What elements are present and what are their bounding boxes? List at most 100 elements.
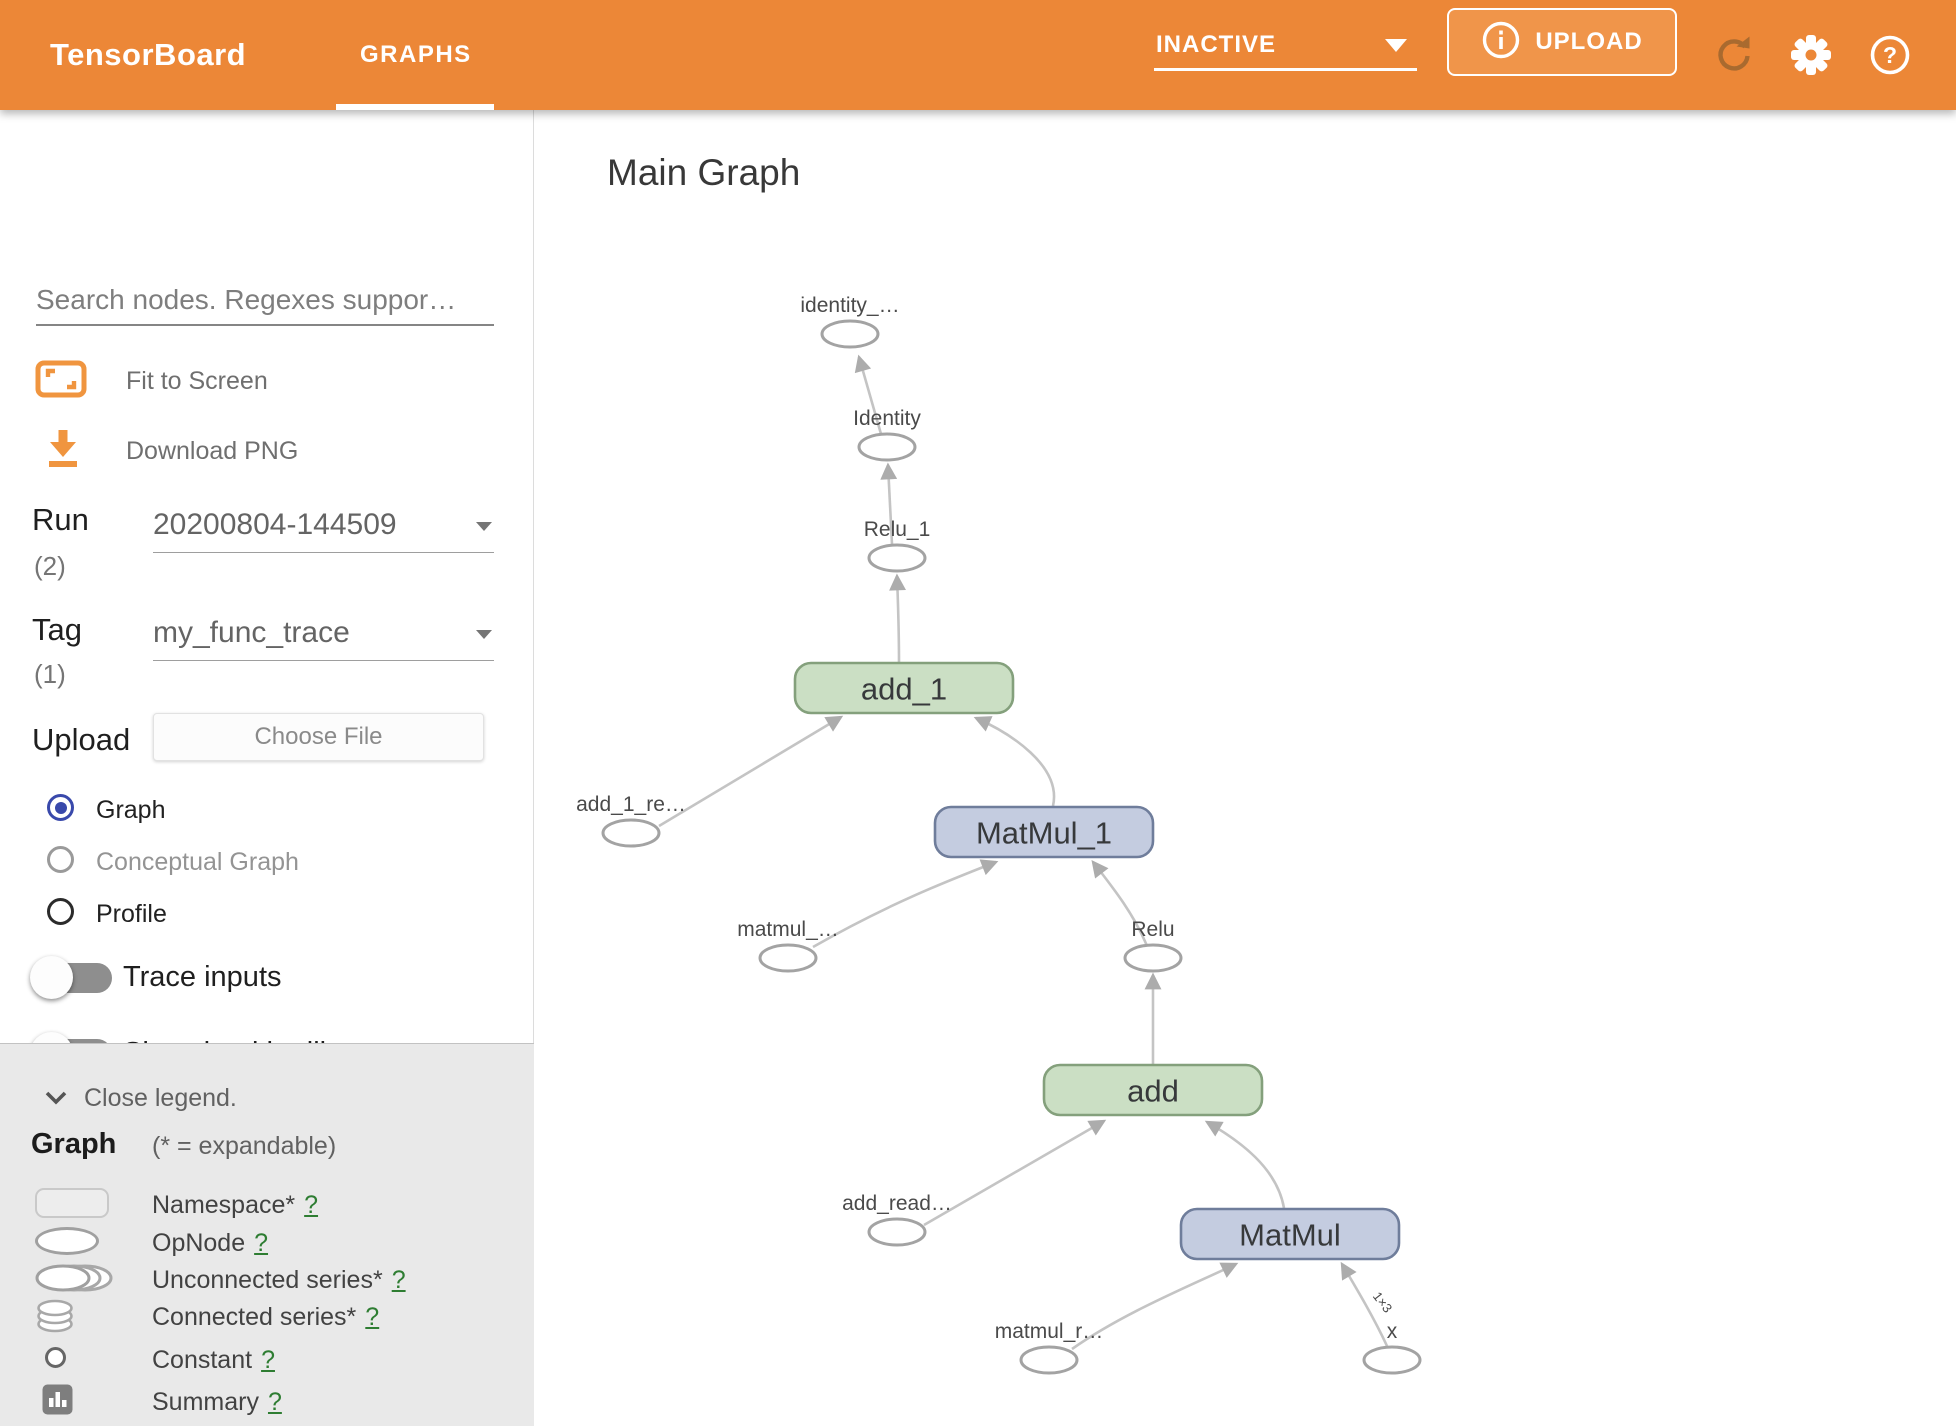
search-input[interactable]	[36, 276, 494, 326]
radio-profile[interactable]: Profile	[0, 898, 534, 930]
main-graph-title: Main Graph	[607, 152, 801, 193]
namespace-swatch-icon	[35, 1188, 109, 1218]
radio-button-icon	[47, 794, 74, 821]
sidebar: Fit to Screen Download PNG Run (2) 20200…	[0, 110, 534, 1426]
download-png-button[interactable]: Download PNG	[0, 424, 534, 472]
legend-item-label: Namespace*	[152, 1191, 296, 1219]
help-link[interactable]: ?	[391, 1266, 406, 1294]
graph-node-MatMul_1[interactable]: MatMul_1	[933, 805, 1155, 859]
help-link[interactable]: ?	[267, 1388, 282, 1416]
run-select[interactable]: 20200804-144509	[153, 508, 494, 553]
opnode-swatch-icon	[35, 1227, 99, 1255]
radio-conceptual-graph[interactable]: Conceptual Graph	[0, 846, 534, 878]
graph-edge-MatMul-to-add	[1204, 1120, 1286, 1209]
graph-node-Relu_1[interactable]: Relu_1	[864, 518, 931, 573]
legend-item-opnode: OpNode?	[0, 1225, 534, 1263]
choose-file-button[interactable]: Choose File	[153, 713, 484, 761]
tab-graphs[interactable]: GRAPHS	[360, 41, 472, 68]
graph-edge-matmul_read-to-MatMul	[1071, 1262, 1239, 1351]
graph-node-Identity[interactable]: Identity	[853, 407, 921, 462]
close-legend-button[interactable]: Close legend.	[0, 1082, 534, 1116]
chevron-down-icon	[476, 630, 492, 639]
legend-item-connected-series: Connected series*?	[0, 1299, 534, 1337]
radio-profile-label: Profile	[96, 900, 167, 928]
upload-button-label: UPLOAD	[1535, 28, 1643, 55]
radio-button-icon	[47, 846, 74, 873]
settings-gear-icon[interactable]	[1789, 0, 1833, 110]
graph-edge-add_1_re-to-add_1	[658, 715, 844, 828]
fit-to-screen-button[interactable]: Fit to Screen	[0, 356, 534, 404]
graph-node-label: add_read…	[842, 1192, 952, 1215]
fit-to-screen-label: Fit to Screen	[126, 367, 268, 395]
graph-node-add_1[interactable]: add_1	[793, 661, 1015, 715]
run-label: Run	[32, 502, 89, 537]
help-link[interactable]: ?	[304, 1191, 319, 1219]
info-icon	[1481, 20, 1521, 65]
tag-count: (1)	[34, 659, 66, 689]
legend-item-label: Summary	[152, 1388, 259, 1416]
app-title: TensorBoard	[50, 37, 247, 72]
upload-button[interactable]: UPLOAD	[1447, 8, 1677, 76]
graph-edge-Relu_1-to-Identity	[880, 462, 898, 545]
refresh-icon[interactable]	[1714, 0, 1752, 110]
legend-item-constant: Constant?	[0, 1342, 534, 1380]
graph-node-MatMul[interactable]: MatMul	[1179, 1207, 1401, 1261]
fit-to-screen-icon	[35, 360, 87, 403]
graph-edge-add_1-to-Relu_1	[889, 573, 906, 663]
graph-node-add_1_re[interactable]: add_1_re…	[576, 793, 686, 848]
svg-text:?: ?	[1883, 42, 1897, 68]
chevron-down-icon	[44, 1090, 68, 1111]
graph-node-label: add_1	[861, 672, 947, 707]
graph-node-label: add_1_re…	[576, 793, 686, 816]
tag-label: Tag	[32, 612, 82, 647]
graph-node-label: add	[1127, 1074, 1179, 1109]
legend-panel: Close legend. Graph (* = expandable) Nam…	[0, 1043, 534, 1426]
app-header: TensorBoard GRAPHS INACTIVE UPLOAD	[0, 0, 1956, 110]
toggle-trace-inputs[interactable]: Trace inputs	[0, 953, 534, 1001]
tag-select[interactable]: my_func_trace	[153, 616, 494, 661]
legend-heading-row: Graph (* = expandable)	[0, 1128, 534, 1164]
run-count: (2)	[34, 551, 66, 581]
graph-edge-MatMul_1-to-add_1	[973, 716, 1056, 807]
graph-node-matmul_read[interactable]: matmul_r…	[995, 1320, 1104, 1375]
legend-item-label: Constant	[152, 1346, 253, 1374]
graph-node-label: x	[1387, 1320, 1398, 1343]
graph-node-label: Relu	[1131, 918, 1174, 941]
status-label: INACTIVE	[1156, 31, 1277, 58]
download-png-label: Download PNG	[126, 437, 299, 465]
legend-item-summary: Summary?	[0, 1384, 534, 1422]
graph-node-label: Identity	[853, 407, 921, 430]
tag-value: my_func_trace	[153, 616, 350, 649]
graph-node-identity_out[interactable]: identity_…	[800, 294, 900, 349]
graph-node-Relu[interactable]: Relu	[1123, 918, 1183, 973]
radio-button-icon	[47, 898, 74, 925]
graph-node-add_read[interactable]: add_read…	[842, 1192, 952, 1247]
graph-node-add[interactable]: add	[1042, 1063, 1264, 1117]
legend-item-unconnected-series: Unconnected series*?	[0, 1262, 534, 1300]
run-value: 20200804-144509	[153, 508, 397, 541]
edge-shape-label: 1×3	[1370, 1289, 1395, 1316]
graph-node-x[interactable]: x	[1362, 1320, 1422, 1375]
help-link[interactable]: ?	[254, 1229, 269, 1257]
graph-node-label: MatMul_1	[976, 816, 1112, 851]
graph-edge-Relu-to-MatMul_1	[1091, 859, 1149, 947]
close-legend-label: Close legend.	[84, 1084, 237, 1112]
graph-node-label: matmul_r…	[995, 1320, 1104, 1343]
status-dropdown[interactable]: INACTIVE	[1154, 0, 1417, 110]
radio-graph[interactable]: Graph	[0, 794, 534, 826]
graph-edge-matmul_read1-to-MatMul_1	[812, 859, 999, 949]
unconnected-series-swatch-icon	[33, 1263, 115, 1298]
download-icon	[45, 428, 81, 475]
help-link[interactable]: ?	[261, 1346, 275, 1374]
help-link[interactable]: ?	[365, 1303, 380, 1331]
graph-node-label: matmul_…	[737, 918, 839, 941]
graph-edge-x-to-MatMul	[1340, 1261, 1389, 1347]
active-tab-underline	[336, 104, 494, 110]
toggle-knob	[30, 956, 73, 999]
chevron-down-icon	[476, 522, 492, 531]
help-icon[interactable]: ?	[1869, 0, 1911, 110]
trace-inputs-label: Trace inputs	[123, 961, 282, 993]
graph-node-matmul_read1[interactable]: matmul_…	[737, 918, 839, 973]
